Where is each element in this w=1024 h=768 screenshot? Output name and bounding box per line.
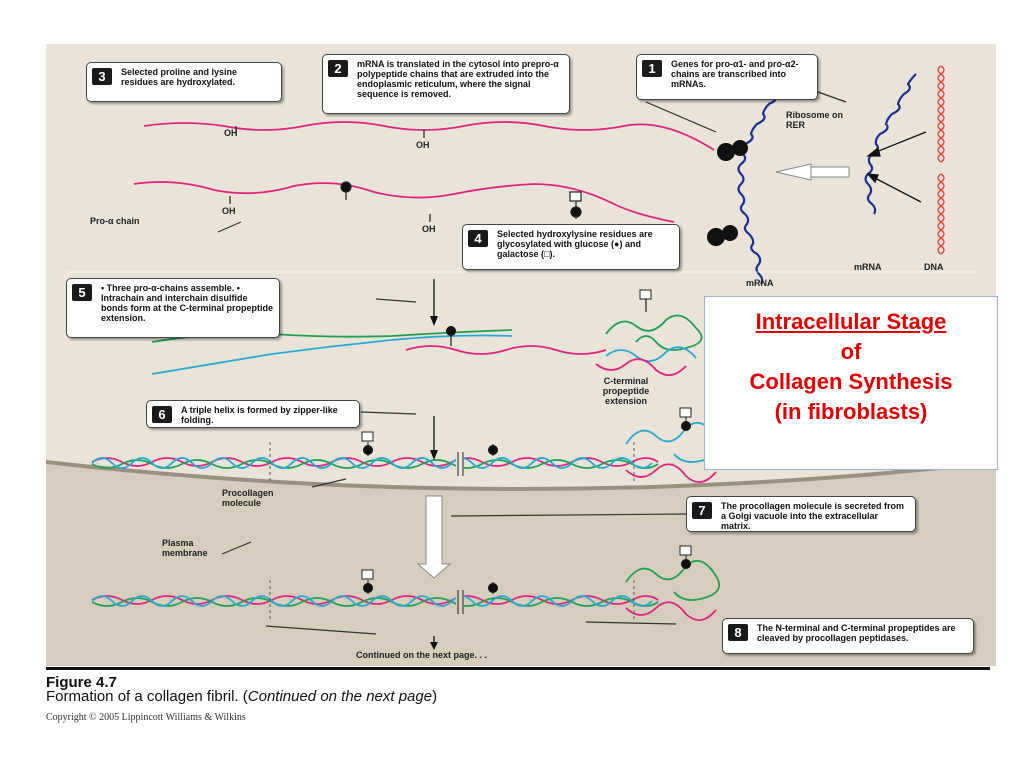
callout-text: The procollagen molecule is secreted fro… [721, 501, 905, 531]
callout-step-6: 6 A triple helix is formed by zipper-lik… [146, 400, 360, 428]
step-number: 2 [328, 60, 348, 77]
mrna-strand-ribosome [737, 83, 782, 285]
big-arrow-left [775, 163, 812, 181]
callout-step-3: 3 Selected proline and lysine residues a… [86, 62, 282, 102]
callout-text: Selected hydroxylysine residues are glyc… [497, 229, 653, 259]
caption-italic: Continued on the next page [247, 688, 433, 705]
figure-number: Figure 4.7 [46, 674, 117, 691]
step-number: 7 [692, 502, 712, 519]
step-number: 1 [642, 60, 662, 77]
oh-label-4: OH [422, 224, 436, 234]
transcription-arrows [866, 131, 927, 203]
glycosylation-marks [340, 181, 582, 219]
helix-break [456, 454, 464, 474]
callout-text: Genes for pro-α1- and pro-α2-chains are … [671, 59, 799, 89]
secretion-arrow [416, 495, 452, 579]
overlay-of: of [840, 339, 862, 364]
intracellular-stage-overlay: Intracellular Stage of Collagen Synthesi… [704, 296, 998, 470]
pro-alpha-chains [133, 121, 715, 223]
step-number: 3 [92, 68, 112, 85]
overlay-subject: Collagen Synthesis [749, 369, 953, 394]
dna-label: DNA [924, 262, 944, 272]
figure-caption: Formation of a collagen fibril. (Continu… [46, 688, 437, 705]
callout-step-4: 4 Selected hydroxylysine residues are gl… [462, 224, 680, 270]
copyright-notice: Copyright © 2005 Lippincott Williams & W… [46, 712, 246, 723]
triple-helix-inner [91, 421, 720, 483]
oh-label-2: OH [416, 140, 430, 150]
overlay-location: (in fibroblasts) [774, 399, 928, 424]
oh-label-1: OH [224, 128, 238, 138]
triple-helix-outer [91, 559, 720, 621]
callout-step-8: 8 The N-terminal and C-terminal propepti… [722, 618, 974, 654]
continued-label: Continued on the next page. . . [356, 650, 488, 660]
mrna-label-right: mRNA [854, 262, 882, 272]
oh-groups [229, 126, 431, 222]
procollagen-label: Procollagen molecule [222, 488, 274, 508]
callout-step-2: 2 mRNA is translated in the cytosol into… [322, 54, 570, 114]
step-number: 5 [72, 284, 92, 301]
callout-step-5: 5 • Three pro-α-chains assemble. • Intra… [66, 278, 280, 338]
callout-step-7: 7 The procollagen molecule is secreted f… [686, 496, 916, 532]
ribosome-label: Ribosome on RER [786, 110, 844, 130]
oh-label-3: OH [222, 206, 236, 216]
step-number: 4 [468, 230, 488, 247]
ribosomes [707, 140, 748, 246]
pro-alpha-chain-label: Pro-α chain [90, 216, 140, 226]
step-number: 8 [728, 624, 748, 641]
step-number: 6 [152, 406, 172, 423]
mrna-label-ribosome: mRNA [746, 278, 774, 288]
caption-main: Formation of a collagen fibril. ( [46, 688, 248, 705]
callout-step-1: 1 Genes for pro-α1- and pro-α2-chains ar… [636, 54, 818, 100]
c-terminal-label: C-terminal propeptide extension [602, 376, 650, 406]
overlay-title: Intracellular Stage [755, 309, 947, 334]
caption-end: ) [432, 688, 438, 705]
callout-text: A triple helix is formed by zipper-like … [181, 405, 338, 425]
callout-text: • Three pro-α-chains assemble. • Intrach… [101, 283, 274, 323]
caption-rule [46, 667, 990, 670]
callout-pointers [217, 91, 847, 635]
callout-text: The N-terminal and C-terminal propeptide… [757, 623, 956, 643]
plasma-membrane-label: Plasma membrane [162, 538, 208, 558]
mrna-strand-right [864, 73, 917, 215]
plasma-membrane [46, 460, 996, 491]
callout-text: mRNA is translated in the cytosol into p… [357, 59, 559, 99]
dna-helix [937, 65, 945, 255]
callout-text: Selected proline and lysine residues are… [121, 67, 238, 87]
